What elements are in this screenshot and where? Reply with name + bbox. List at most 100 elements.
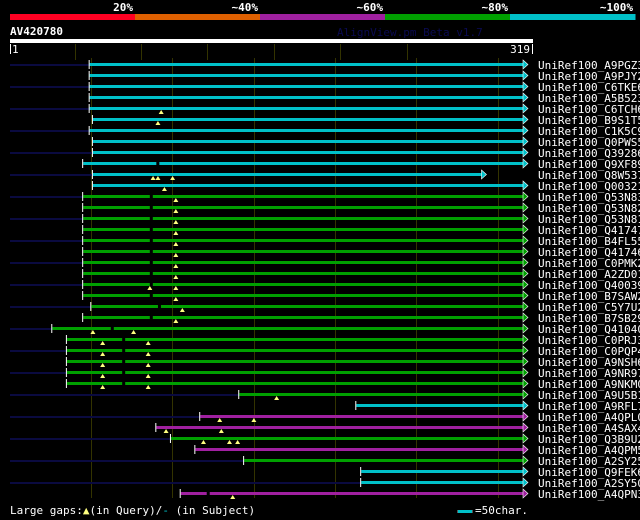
hit-start-tick xyxy=(355,401,357,410)
unaligned-region xyxy=(10,416,201,418)
query-gap-marker xyxy=(200,440,206,444)
subject-gap xyxy=(206,492,210,495)
subject-gap xyxy=(149,206,153,209)
gridline xyxy=(254,58,255,498)
hit-label: UniRef100_Q8W537 xyxy=(538,169,640,182)
hit-end-arrow xyxy=(522,389,529,400)
unaligned-region xyxy=(10,328,53,330)
identity-segment-4 xyxy=(385,14,511,20)
identity-label: ~40% xyxy=(232,1,259,14)
subject-gap xyxy=(156,162,160,165)
hit-start-tick xyxy=(82,236,84,245)
query-start-tick xyxy=(10,44,11,54)
hit-bar xyxy=(89,107,524,110)
query-name: AV420780 xyxy=(10,25,63,38)
hit-label: UniRef100_A5B523 xyxy=(538,92,640,105)
hit-label: UniRef100_Q0PWS5 xyxy=(538,136,640,149)
legend-prefix: Large gaps: xyxy=(10,504,83,517)
unaligned-region xyxy=(10,218,84,220)
hit-bar xyxy=(83,228,524,231)
hit-bar xyxy=(66,360,523,363)
hit-label: UniRef100_B7SAW2 xyxy=(538,290,640,303)
hit-end-arrow xyxy=(522,180,529,191)
hit-label: UniRef100_Q39286 xyxy=(538,147,640,160)
hit-end-arrow xyxy=(522,433,529,444)
hit-end-arrow xyxy=(522,345,529,356)
unaligned-region xyxy=(10,306,92,308)
hit-end-arrow xyxy=(522,488,529,499)
hit-bar xyxy=(195,448,523,451)
query-gap-marker xyxy=(150,176,156,180)
header-gridline xyxy=(407,44,408,60)
hit-bar xyxy=(89,63,524,66)
query-gap-marker xyxy=(100,341,106,345)
hit-end-arrow xyxy=(522,125,529,136)
hit-start-tick xyxy=(82,225,84,234)
query-gap-marker xyxy=(173,286,179,290)
hit-end-arrow xyxy=(522,367,529,378)
query-gap-marker xyxy=(173,220,179,224)
hit-end-arrow xyxy=(522,378,529,389)
hit-start-tick xyxy=(65,335,67,344)
hit-label: UniRef100_Q00321 xyxy=(538,180,640,193)
hit-end-arrow xyxy=(522,301,529,312)
hit-bar xyxy=(91,305,523,308)
hit-bar xyxy=(89,96,524,99)
identity-label: ~60% xyxy=(357,1,384,14)
hit-bar xyxy=(83,261,524,264)
hit-end-arrow xyxy=(522,114,529,125)
hit-bar xyxy=(239,393,524,396)
hit-start-tick xyxy=(88,60,90,69)
hit-start-tick xyxy=(65,346,67,355)
hit-label: UniRef100_B7SB29 xyxy=(538,312,640,325)
hit-end-arrow xyxy=(522,411,529,422)
query-gap-marker xyxy=(145,352,151,356)
hit-bar xyxy=(83,239,524,242)
unaligned-region xyxy=(10,152,93,154)
query-gap-marker xyxy=(131,330,137,334)
hit-start-tick xyxy=(199,412,201,421)
hit-bar xyxy=(244,459,523,462)
query-end-label: 319 xyxy=(510,43,530,56)
query-gap-marker xyxy=(251,418,257,422)
query-gap-marker xyxy=(218,429,224,433)
hit-end-arrow xyxy=(522,81,529,92)
subject-gap xyxy=(122,371,126,374)
hit-label: UniRef100_Q53N83 xyxy=(538,191,640,204)
hit-start-tick xyxy=(194,445,196,454)
unaligned-region xyxy=(10,350,67,352)
query-gap-marker xyxy=(155,176,161,180)
query-gap-marker xyxy=(173,242,179,246)
hit-label: UniRef100_A2SY25 xyxy=(538,455,640,468)
header-gridline xyxy=(274,44,275,60)
query-gap-marker xyxy=(163,429,169,433)
hit-start-tick xyxy=(82,159,84,168)
query-gap-marker xyxy=(274,396,280,400)
hit-start-tick xyxy=(91,170,93,179)
hit-label: UniRef100_A9PJY2 xyxy=(538,70,640,83)
hit-start-tick xyxy=(82,214,84,223)
hit-bar xyxy=(89,74,524,77)
hit-end-arrow xyxy=(522,477,529,488)
hit-label: UniRef100_C5Y7U2 xyxy=(538,301,640,314)
query-gap-marker xyxy=(173,319,179,323)
query-gap-marker xyxy=(170,176,176,180)
hit-start-tick xyxy=(88,71,90,80)
hit-label: UniRef100_Q9FEK6 xyxy=(538,466,640,479)
legend-subject-gap: (in Subject) xyxy=(175,504,256,517)
subject-gap xyxy=(149,294,153,297)
hit-label: UniRef100_Q53N82 xyxy=(538,202,640,215)
unaligned-region xyxy=(10,394,240,396)
unaligned-region xyxy=(10,130,90,132)
query-start-label: 1 xyxy=(12,43,19,56)
hit-label: UniRef100_Q9XF89 xyxy=(538,158,640,171)
hit-start-tick xyxy=(155,423,157,432)
query-gap-marker xyxy=(155,121,161,125)
hit-bar xyxy=(92,173,482,176)
hit-end-arrow xyxy=(522,312,529,323)
hit-bar xyxy=(83,195,524,198)
hit-label: UniRef100_C0PRJ3 xyxy=(538,334,640,347)
header-gridline xyxy=(340,44,341,60)
gap-legend: Large gaps:▲(in Query)/- (in Subject) xyxy=(10,504,255,517)
